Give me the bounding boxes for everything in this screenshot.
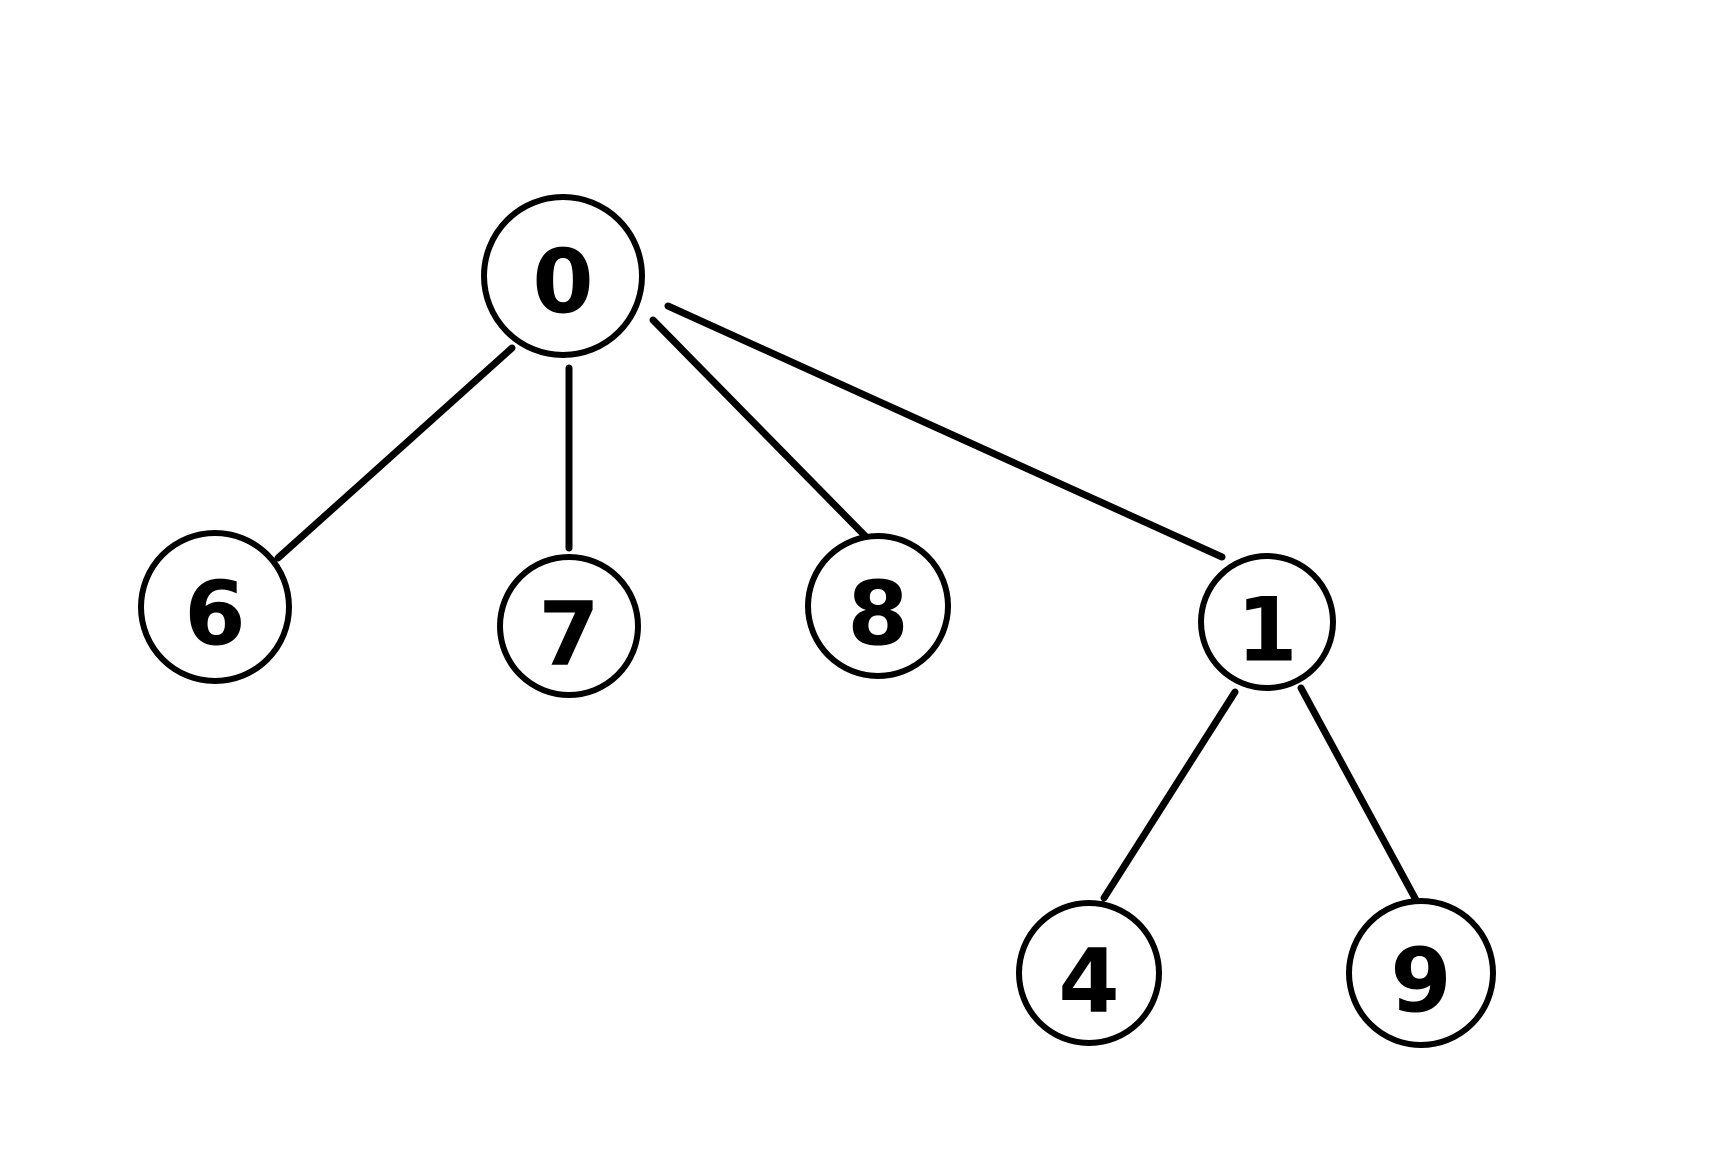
node-6-circle: [138, 530, 292, 684]
node-0-circle: [481, 194, 645, 358]
node-0-label: 0: [532, 231, 593, 334]
node-4-circle: [1016, 900, 1162, 1046]
nodes-layer: 0 6 7 8 1 4 9: [138, 194, 1496, 1048]
edge-1-4: [1100, 688, 1239, 902]
node-1-circle: [1198, 553, 1336, 691]
node-8-label: 8: [847, 563, 908, 666]
node-8: 8: [805, 533, 951, 679]
node-8-circle: [805, 533, 951, 679]
node-7: 7: [497, 554, 641, 698]
edge-0-1: [664, 302, 1226, 561]
edge-1-9: [1297, 684, 1420, 904]
node-1-label: 1: [1236, 579, 1297, 682]
node-4: 4: [1016, 900, 1162, 1046]
node-0: 0: [481, 194, 645, 358]
node-9-label: 9: [1390, 930, 1451, 1033]
edges-layer: [274, 302, 1420, 904]
node-9: 9: [1346, 898, 1496, 1048]
edge-0-8: [649, 316, 877, 548]
node-1: 1: [1198, 553, 1336, 691]
node-4-label: 4: [1058, 930, 1119, 1033]
node-7-circle: [497, 554, 641, 698]
node-9-circle: [1346, 898, 1496, 1048]
node-7-label: 7: [538, 583, 599, 686]
node-6-label: 6: [184, 563, 245, 666]
node-6: 6: [138, 530, 292, 684]
edge-0-6: [274, 344, 516, 562]
